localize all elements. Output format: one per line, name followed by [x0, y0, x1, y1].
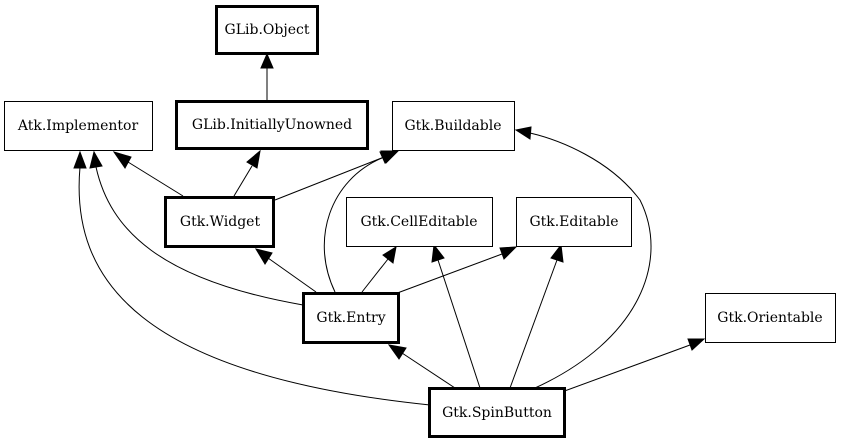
node-gtk-spinbutton: Gtk.SpinButton — [428, 387, 566, 438]
svg-text:Gtk.CellEditable: Gtk.CellEditable — [360, 214, 477, 230]
node-glib-initiallyunowned: GLib.InitiallyUnowned — [175, 100, 369, 150]
edge-entry-to-editable — [391, 246, 518, 296]
node-gtk-editable: Gtk.Editable — [516, 197, 632, 247]
edge-initiallyunowned-to-object — [260, 52, 274, 100]
edge-entry-to-atk-implementor — [89, 150, 304, 306]
svg-text:Gtk.Buildable: Gtk.Buildable — [404, 118, 501, 134]
edge-spinbutton-to-entry — [387, 344, 456, 389]
node-gtk-buildable: Gtk.Buildable — [392, 101, 515, 151]
edge-widget-to-initiallyunowned — [233, 149, 261, 197]
edge-spinbutton-to-atk-implementor — [73, 150, 431, 406]
edge-entry-to-widget — [254, 248, 317, 293]
edge-entry-to-buildable — [323, 150, 398, 293]
edge-widget-to-atk-implementor — [112, 151, 184, 197]
node-glib-object: GLib.Object — [215, 5, 319, 55]
svg-text:Gtk.Entry: Gtk.Entry — [316, 310, 385, 326]
svg-text:GLib.Object: GLib.Object — [225, 22, 310, 38]
node-atk-implementor: Atk.Implementor — [4, 101, 153, 151]
svg-text:Gtk.SpinButton: Gtk.SpinButton — [442, 405, 552, 421]
svg-text:Atk.Implementor: Atk.Implementor — [17, 118, 139, 134]
node-gtk-entry: Gtk.Entry — [302, 292, 400, 344]
svg-text:Gtk.Editable: Gtk.Editable — [529, 214, 618, 230]
edge-spinbutton-to-editable — [509, 243, 564, 389]
svg-text:GLib.InitiallyUnowned: GLib.InitiallyUnowned — [192, 117, 352, 133]
edge-entry-to-celleditable — [361, 245, 397, 293]
svg-text:Gtk.Widget: Gtk.Widget — [180, 214, 261, 230]
node-gtk-celleditable: Gtk.CellEditable — [346, 197, 493, 247]
node-gtk-orientable: Gtk.Orientable — [705, 293, 836, 343]
node-gtk-widget: Gtk.Widget — [164, 196, 275, 248]
edge-spinbutton-to-celleditable — [431, 243, 481, 389]
edge-spinbutton-to-buildable — [514, 126, 652, 389]
edge-widget-to-buildable — [274, 150, 400, 201]
svg-text:Gtk.Orientable: Gtk.Orientable — [717, 310, 822, 326]
